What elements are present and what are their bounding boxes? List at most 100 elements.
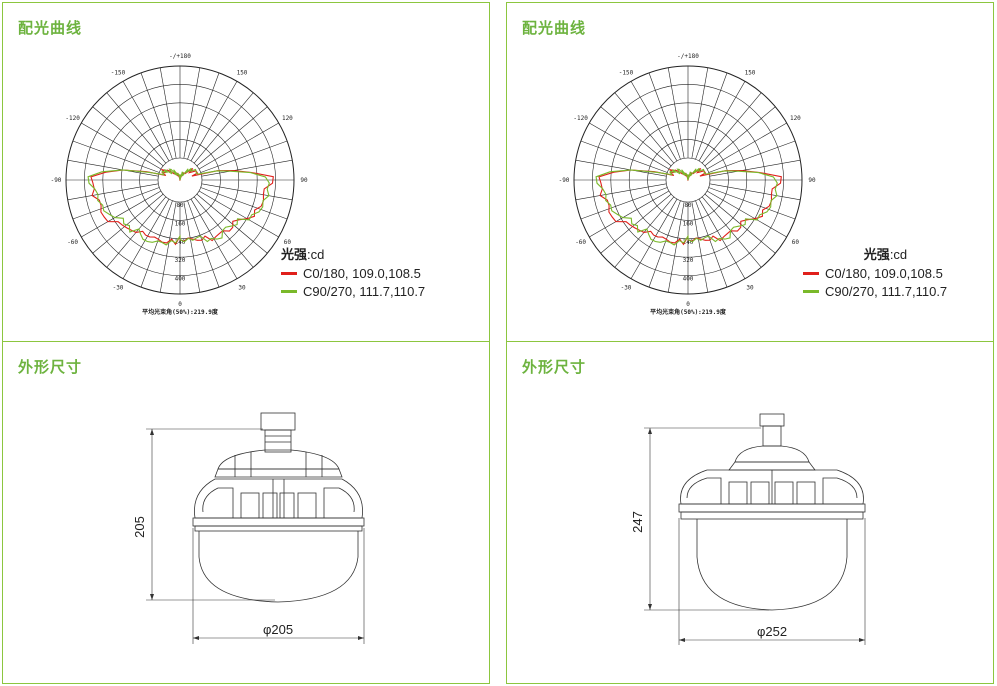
polar-spoke	[81, 190, 162, 238]
polar-spoke	[196, 193, 268, 254]
polar-spoke	[122, 198, 170, 279]
polar-angle-label: 60	[284, 239, 292, 246]
polar-angle-label: -90	[51, 177, 62, 184]
legend-entry-c0: C0/180, 109.0,108.5	[281, 266, 425, 281]
polar-spoke	[187, 72, 220, 160]
polar-grid	[573, 65, 803, 295]
polar-spoke	[630, 81, 678, 162]
polar-spoke	[200, 140, 288, 173]
polar-spoke	[159, 201, 177, 293]
polar-angle-label: 30	[238, 284, 246, 291]
lamp-connector	[762, 425, 782, 447]
legend-swatch-green	[281, 290, 297, 293]
dim-height-label: 205	[132, 516, 147, 538]
polar-spoke	[709, 159, 801, 177]
panel-title: 配光曲线	[522, 19, 587, 37]
polar-spoke	[201, 183, 293, 201]
polar-spoke	[706, 190, 787, 238]
polar-spoke	[648, 72, 681, 160]
polar-spoke	[580, 140, 668, 173]
polar-spoke	[198, 122, 279, 170]
polar-spoke	[67, 183, 159, 201]
polar-spoke	[575, 183, 667, 201]
polar-spoke	[575, 159, 667, 177]
polar-spoke	[580, 187, 668, 220]
legend-label: C90/270, 111.7,110.7	[303, 284, 426, 299]
polar-spoke	[706, 122, 787, 170]
polar-spoke	[691, 67, 709, 159]
polar-spoke	[193, 92, 254, 164]
polar-angle-label: -60	[67, 239, 78, 246]
polar-spoke	[198, 190, 279, 238]
polar-spoke	[81, 122, 162, 170]
polar-spoke	[708, 140, 796, 173]
polar-spoke	[159, 67, 177, 159]
dim-diameter-label: φ252	[757, 624, 787, 639]
polar-radial-label: 240	[683, 239, 694, 246]
lamp-flange	[192, 517, 365, 527]
polar-spoke	[140, 200, 173, 288]
polar-angle-label: 0	[686, 301, 690, 308]
polar-angle-label: 120	[790, 115, 801, 122]
legend-swatch-green	[803, 290, 819, 293]
legend: 光强:cd C0/180, 109.0,108.5 C90/270, 111.7…	[281, 244, 425, 299]
polar-spoke	[589, 190, 670, 238]
beam-angle-note: 平均光束角(50%):219.9度	[650, 308, 727, 316]
polar-spoke	[600, 106, 672, 167]
polar-spoke	[704, 106, 776, 167]
dimension-panel-left: 外形尺寸	[2, 341, 490, 684]
lamp-top-cover	[217, 449, 340, 470]
polar-angle-label: -60	[575, 239, 586, 246]
legend-entry-c90: C90/270, 111.7,110.7	[803, 284, 947, 299]
polar-angle-label: 150	[745, 70, 756, 77]
polar-spoke	[187, 200, 220, 288]
polar-spoke	[630, 198, 678, 279]
polar-spoke	[72, 140, 160, 173]
polar-angle-label: -150	[619, 70, 634, 77]
legend-label: C0/180, 109.0,108.5	[303, 266, 421, 281]
panel-title: 外形尺寸	[18, 358, 83, 376]
lamp-connector	[264, 429, 292, 453]
beam-angle-note: 平均光束角(50%):219.9度	[142, 308, 219, 316]
polar-angle-label: -150	[111, 70, 126, 77]
polar-spoke	[183, 67, 201, 159]
legend-swatch-red	[281, 272, 297, 275]
polar-spoke	[200, 187, 288, 220]
polar-angle-label: -30	[113, 284, 124, 291]
dim-diameter-label: φ205	[263, 622, 293, 637]
polar-angle-label: 90	[808, 177, 816, 184]
lamp-heatsink	[194, 478, 363, 519]
legend-swatch-red	[803, 272, 819, 275]
polar-angle-label: -90	[559, 177, 570, 184]
dim-height-label: 247	[630, 511, 645, 533]
polar-spoke	[698, 81, 746, 162]
polar-spoke	[589, 122, 670, 170]
legend-entry-c0: C0/180, 109.0,108.5	[803, 266, 947, 281]
polar-spoke	[72, 187, 160, 220]
polar-spoke	[196, 106, 268, 167]
lamp-heatsink	[680, 469, 864, 505]
polar-spoke	[140, 72, 173, 160]
lamp-drawing-left: 205 φ205	[132, 412, 365, 644]
polar-spoke	[614, 92, 675, 164]
polar-angle-label: -120	[65, 115, 80, 122]
polar-radial-label: 320	[683, 257, 694, 264]
polar-spoke	[695, 200, 728, 288]
dimension-panel-right: 外形尺寸 247 φ252	[506, 341, 994, 684]
polar-spoke	[92, 193, 164, 254]
legend-label: C0/180, 109.0,108.5	[825, 266, 943, 281]
polar-spoke	[92, 106, 164, 167]
polar-radial-label: 160	[683, 220, 694, 227]
polar-radial-label: 400	[683, 276, 694, 283]
lamp-drawing-right: 247 φ252	[630, 413, 866, 645]
polar-radial-label: 80	[684, 202, 692, 209]
polar-spoke	[667, 201, 685, 293]
legend-title: 光强	[863, 247, 890, 262]
lamp-top-cover	[734, 445, 810, 463]
intensity-curve	[87, 167, 270, 246]
panel-title: 配光曲线	[18, 19, 83, 37]
polar-spoke	[106, 92, 167, 164]
